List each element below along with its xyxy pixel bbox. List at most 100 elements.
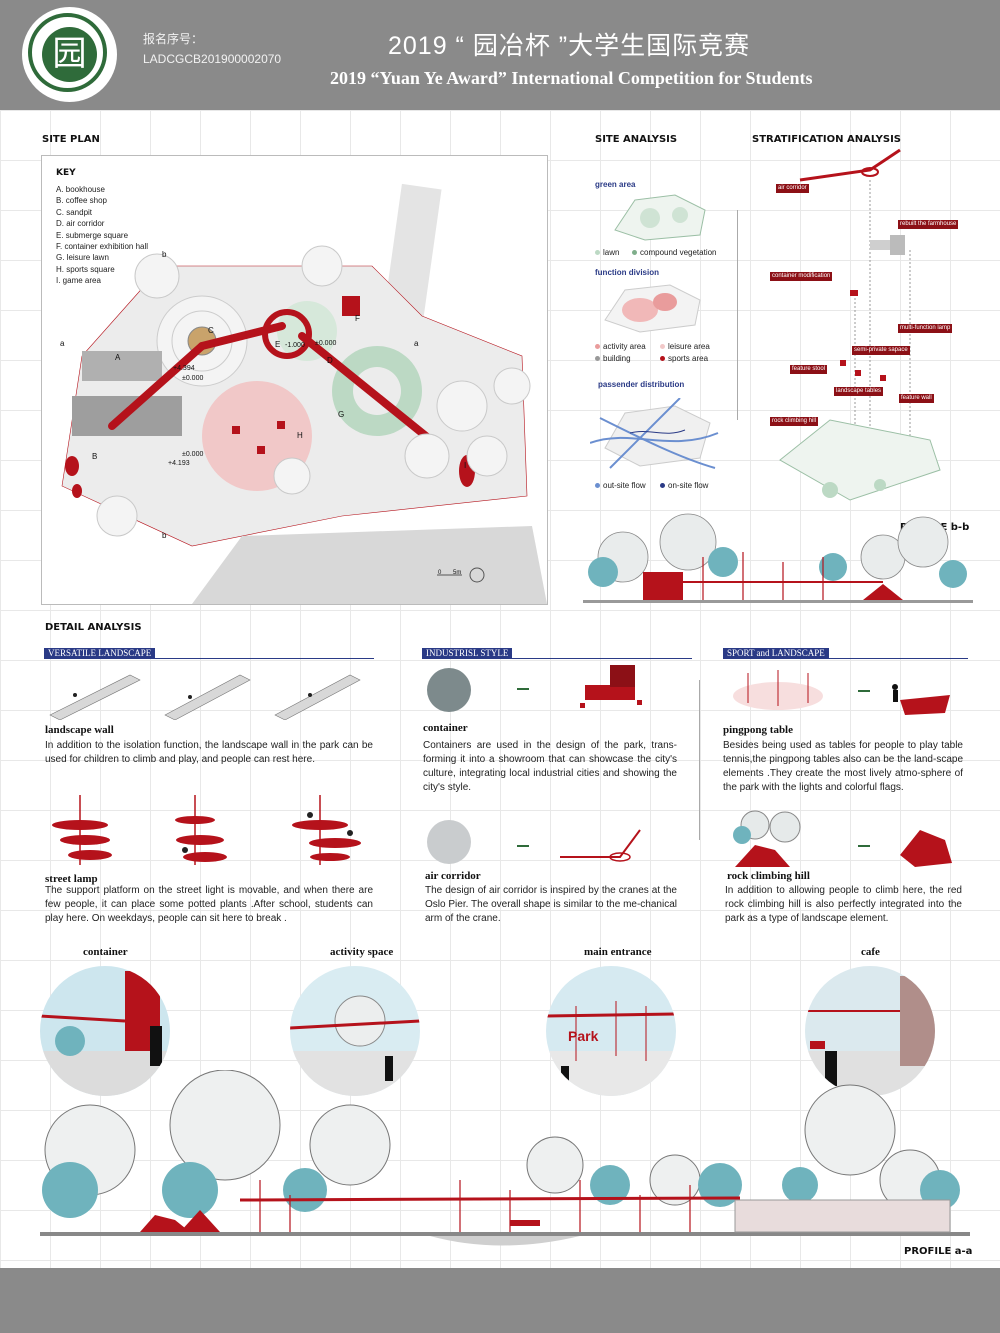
site-plan-heading: SITE PLAN (42, 134, 100, 145)
legend-activity: activity area (595, 342, 646, 351)
detail-text-air-corridor: The design of air corridor is inspired b… (425, 885, 677, 924)
competition-logo: 园 (22, 7, 117, 102)
header-bar: 园 报名序号： LADCGCB201900002070 2019 “ 园冶杯 ”… (0, 0, 1000, 110)
level-4: ±0.000 (315, 340, 337, 347)
view-title-container: container (83, 946, 128, 958)
strat-label-container: container modification (770, 272, 833, 281)
title-english: 2019 “Yuan Ye Award” International Compe… (330, 68, 813, 88)
section-mark-a-left: a (60, 339, 65, 348)
key-item: A. bookhouse (56, 185, 105, 194)
tag-sport: SPORT and LANDSCAPE (723, 648, 829, 659)
detail-title-street-lamp: street lamp (45, 873, 98, 885)
level-1: +4.394 (173, 365, 195, 372)
detail-text-pingpong: Besides being used as tables for people … (723, 740, 963, 793)
strat-label-tables: landscape tables (834, 387, 884, 396)
strat-label-air-corridor: air corridor (776, 184, 809, 193)
rock-hill-model (900, 830, 952, 867)
tag-industrial: INDUSTRISL STYLE (422, 648, 513, 659)
street-lamp-images (52, 795, 361, 865)
detail-title-air-corridor: air corridor (425, 870, 481, 882)
key-item: E. submerge square (56, 230, 129, 240)
tag-line-3 (723, 658, 968, 659)
label-f: F (355, 314, 360, 323)
detail-text-container: Containers are used in the design of the… (423, 740, 677, 793)
registration-number: LADCGCB201900002070 (143, 52, 282, 66)
park-sign: Park (568, 1028, 599, 1044)
green-area-diagram (614, 194, 706, 241)
level-3: -1.000 (285, 342, 305, 349)
air-corridor-model (560, 829, 641, 862)
detail-title-container: container (423, 722, 468, 734)
stratification-diagram (779, 148, 941, 501)
stratification-heading: STRATIFICATION ANALYSIS (752, 134, 902, 145)
legend-sports: sports area (660, 354, 708, 363)
detail-title-pingpong: pingpong table (723, 724, 793, 736)
legend-compound: compound vegetation (632, 248, 717, 257)
detail-text-street-lamp: The support platform on the street light… (45, 885, 373, 924)
detail-heading: DETAIL ANALYSIS (45, 622, 142, 633)
profile-aa-heading: PROFILE a-a (904, 1246, 973, 1257)
tag-versatile: VERSATILE LANDSCAPE (44, 648, 156, 659)
detail-title-rock-hill: rock climbing hill (727, 870, 810, 882)
divider (737, 210, 738, 420)
container-model (580, 665, 642, 708)
view-title-activity: activity space (330, 946, 394, 958)
key-item: I. game area (56, 276, 101, 286)
passenger-diagram (590, 398, 719, 469)
legend-on-flow: on-site flow (660, 481, 708, 490)
landscape-wall-images (49, 674, 361, 720)
site-plan-drawing (61, 183, 547, 604)
tag-line-1 (44, 658, 374, 659)
detail-text-rock-hill: In addition to allowing people to climb … (725, 885, 962, 924)
label-g: G (338, 410, 345, 419)
footer-bar (0, 1268, 1000, 1333)
strat-label-stool: feature stool (790, 365, 828, 374)
title-chinese: 2019 “ 园冶杯 ”大学生国际竞赛 (388, 32, 751, 60)
registration-label: 报名序号： (143, 32, 204, 46)
label-h: H (297, 431, 303, 440)
passenger-title: passender distribution (598, 380, 685, 389)
scale-zero: 0 (438, 570, 442, 576)
level-2: ±0.000 (182, 375, 204, 382)
strat-label-farmhouse: rebuilt the farmhouse (898, 220, 959, 229)
arrow-icon (517, 688, 529, 690)
label-i: I (464, 461, 467, 470)
key-item: D. air corridor (56, 219, 105, 229)
function-division-diagram (604, 284, 701, 333)
key-title: KEY (56, 168, 76, 178)
legend-out-flow: out-site flow (595, 481, 646, 490)
level-5: ±0.000 (182, 451, 204, 458)
arrow-icon-3 (858, 690, 870, 692)
label-e: E (275, 340, 281, 349)
scale-label: 5m (453, 570, 462, 576)
green-area-title: green area (595, 180, 636, 189)
view-entrance: Park (546, 966, 676, 1096)
key-item: F. container exhibition hall (56, 242, 149, 252)
legend-leisure: leisure area (660, 342, 710, 351)
profile-bb-drawing (583, 513, 973, 603)
label-a: A (115, 353, 121, 362)
pingpong-model (892, 684, 950, 715)
level-6: +4.193 (168, 460, 190, 467)
key-item: C. sandpit (56, 207, 93, 217)
rock-hill-scene (733, 810, 801, 867)
arrow-icon-4 (858, 845, 870, 847)
pingpong-scene (733, 670, 823, 710)
legend-lawn: lawn (595, 248, 619, 257)
legend-building: building (595, 354, 631, 363)
section-mark-b-top: b (162, 250, 167, 259)
section-mark-a-right: a (414, 339, 419, 348)
view-title-cafe: cafe (861, 946, 880, 958)
strat-label-wall: feature wall (899, 394, 934, 403)
strat-label-lamp: multi-function lamp (898, 324, 953, 333)
container-photo (427, 668, 471, 712)
strat-label-rock: rock climbing hill (770, 417, 819, 426)
detail-title-landscape-wall: landscape wall (45, 724, 114, 736)
key-item: H. sports square (56, 264, 115, 274)
strat-label-semi-private: semi-private sapace (852, 346, 910, 355)
arrow-icon-2 (517, 845, 529, 847)
function-division-title: function division (595, 268, 659, 277)
site-analysis-heading: SITE ANALYSIS (595, 134, 678, 145)
